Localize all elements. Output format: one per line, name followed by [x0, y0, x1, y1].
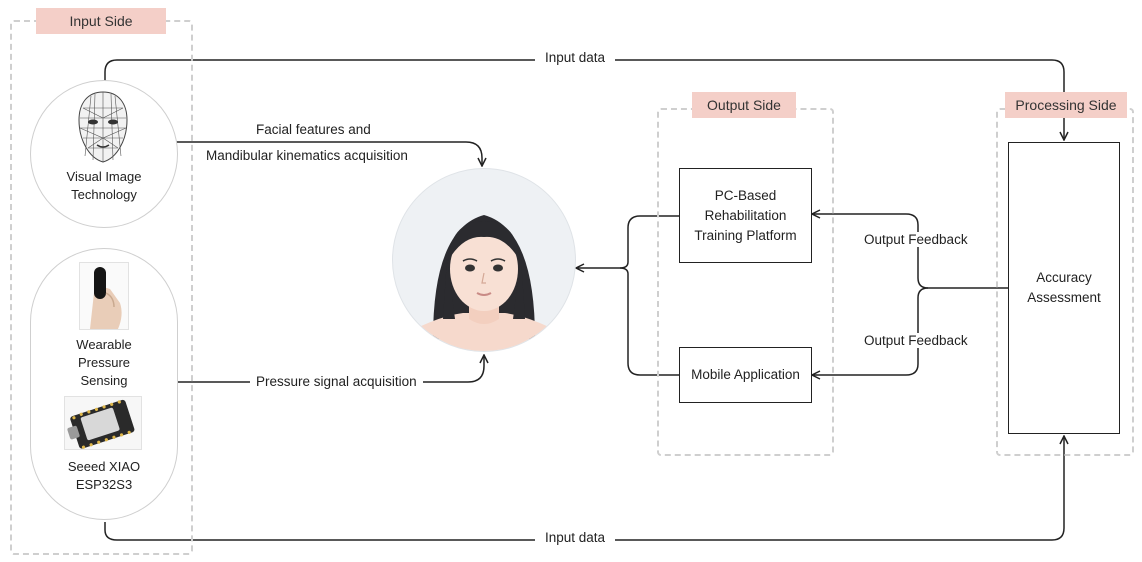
face-mesh-icon	[78, 91, 128, 163]
input-data-top-label: Input data	[535, 50, 616, 65]
fingertip-sensor-icon	[79, 262, 129, 330]
input-data-bottom-label: Input data	[535, 530, 616, 545]
feedback-bottom-label: Output Feedback	[862, 333, 970, 348]
edge-facial	[175, 141, 482, 166]
woman-face-icon	[393, 215, 575, 351]
visual-image-label: Visual Image Technology	[66, 169, 142, 202]
edge-feedback	[812, 214, 1008, 289]
wearable-label: Wearable Pressure Sensing	[76, 337, 132, 388]
processing-side-title: Processing Side	[1005, 92, 1127, 118]
edge-pressure	[175, 355, 484, 383]
output-side-title: Output Side	[692, 92, 796, 118]
pc-platform-box: PC-Based Rehabilitation Training Platfor…	[679, 168, 812, 263]
facial-label-line1: Facial features and	[256, 122, 371, 137]
feedback-top-label: Output Feedback	[862, 232, 970, 247]
output-side-group	[657, 108, 834, 456]
facial-label-line2: Mandibular kinematics acquisition	[206, 148, 408, 163]
edge-input-data-top	[104, 59, 1064, 140]
input-side-title: Input Side	[36, 8, 166, 34]
accuracy-assessment-box: Accuracy Assessment	[1008, 142, 1120, 434]
esp32-board-icon	[64, 396, 142, 450]
seeed-label: Seeed XIAO ESP32S3	[67, 459, 141, 492]
mobile-application-box: Mobile Application	[679, 347, 812, 403]
edge-input-data-bottom	[104, 436, 1064, 541]
pressure-label: Pressure signal acquisition	[250, 374, 423, 389]
woman-face-node	[392, 168, 576, 352]
